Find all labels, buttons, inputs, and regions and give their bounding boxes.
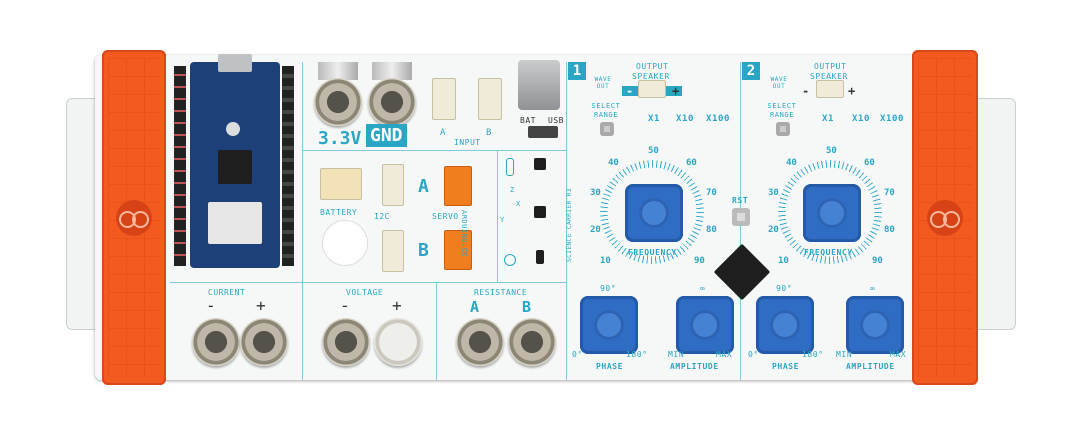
- gen2-phase-knob[interactable]: [756, 296, 814, 354]
- input-label: INPUT: [454, 138, 481, 147]
- generator-2-badge: 2: [742, 62, 760, 80]
- power-switch[interactable]: [528, 126, 558, 138]
- current-minus: -: [206, 296, 217, 315]
- servo-connector-b[interactable]: [444, 230, 472, 270]
- gen1-frequency-label: FREQUENCY: [628, 248, 677, 257]
- gen2-range-x100: X100: [880, 114, 905, 124]
- right-pin-header: [282, 66, 294, 266]
- usb-c-connector[interactable]: [518, 60, 560, 110]
- gen2-amplitude-label: AMPLITUDE: [846, 362, 895, 371]
- terminal-gnd[interactable]: [368, 78, 416, 126]
- gen2-minus: -: [802, 84, 810, 98]
- gen1-minus: -: [626, 84, 634, 98]
- current-plus: +: [256, 296, 267, 315]
- input-b-label: B: [486, 128, 492, 138]
- gen2-output: OUTPUT: [814, 62, 847, 71]
- resistance-label: RESISTANCE: [474, 288, 528, 297]
- gen1-phase-label: PHASE: [596, 362, 624, 371]
- generator-1-badge: 1: [568, 62, 586, 80]
- voltage-terminal-plus[interactable]: [374, 318, 422, 366]
- gen2-select-range-button[interactable]: [776, 122, 790, 136]
- i2c-connector-2[interactable]: [382, 230, 404, 272]
- gen1-wave-out: WAVE OUT: [594, 76, 612, 90]
- current-terminal-minus[interactable]: [192, 318, 240, 366]
- axis-x-label: X: [516, 200, 521, 208]
- gen2-amplitude-knob[interactable]: [846, 296, 904, 354]
- imu-chip: [534, 206, 546, 218]
- servo-label: SERVO: [432, 212, 459, 221]
- bat-label: BAT: [520, 116, 536, 125]
- arduino-cc-label: ARDUINO.CC: [460, 210, 468, 258]
- terminal-3v3[interactable]: [314, 78, 362, 126]
- label-3v3: 3.3V: [318, 128, 362, 149]
- input-connector-a[interactable]: [432, 78, 456, 120]
- current-label: CURRENT: [208, 288, 246, 297]
- battery-connector[interactable]: [320, 168, 362, 200]
- gen1-amplitude-label: AMPLITUDE: [670, 362, 719, 371]
- rst-label: RST: [732, 196, 749, 205]
- axis-y-label: Y: [500, 216, 505, 224]
- right-bumper: [912, 50, 978, 385]
- gen2-range-x10: X10: [852, 114, 871, 124]
- usb-label: USB: [548, 116, 564, 125]
- gen2-frequency-label: FREQUENCY: [804, 248, 853, 257]
- i2c-label: I2C: [374, 212, 390, 221]
- current-terminal-plus[interactable]: [240, 318, 288, 366]
- sun-icon: [504, 254, 516, 266]
- thermometer-icon: [506, 158, 514, 176]
- axis-z-label: Z: [510, 186, 515, 194]
- voltage-label: VOLTAGE: [346, 288, 384, 297]
- arduino-logo-icon: [116, 199, 152, 236]
- gen2-select-range: SELECT RANGE: [767, 102, 797, 119]
- voltage-terminal-minus[interactable]: [322, 318, 370, 366]
- temperature-sensor-chip: [534, 158, 546, 170]
- gen1-frequency-knob[interactable]: [625, 184, 683, 242]
- gen2-frequency-knob[interactable]: [803, 184, 861, 242]
- resistance-b-label: B: [522, 298, 532, 316]
- gen1-range-x10: X10: [676, 114, 695, 124]
- resistance-terminal-a[interactable]: [456, 318, 504, 366]
- light-sensor: [322, 220, 368, 266]
- input-a-label: A: [440, 128, 446, 138]
- light-sensor-chip: [536, 250, 544, 264]
- voltage-plus: +: [392, 296, 403, 315]
- resistance-a-label: A: [470, 298, 480, 316]
- mcu-chip: [218, 150, 252, 184]
- left-bumper: [102, 50, 166, 385]
- gen1-select-range-button[interactable]: [600, 122, 614, 136]
- rst-button[interactable]: [732, 208, 750, 226]
- wifi-module: [208, 202, 262, 244]
- gen1-range-x1: X1: [648, 114, 661, 124]
- input-connector-b[interactable]: [478, 78, 502, 120]
- arduino-logo-icon: [927, 199, 963, 236]
- resistance-terminal-b[interactable]: [508, 318, 556, 366]
- gen2-phase-label: PHASE: [772, 362, 800, 371]
- right-mounting-tab: [972, 98, 1016, 330]
- gen1-select-range: SELECT RANGE: [591, 102, 621, 119]
- gen1-output: OUTPUT: [636, 62, 669, 71]
- servo-a-label: A: [418, 176, 429, 197]
- gen1-speaker-connector[interactable]: [638, 80, 666, 98]
- gen1-range-x100: X100: [706, 114, 731, 124]
- usb-micro-connector: [218, 54, 252, 72]
- arduino-nano-board: [190, 54, 280, 268]
- gen1-plus: +: [672, 84, 680, 98]
- gen2-speaker-connector[interactable]: [816, 80, 844, 98]
- battery-label: BATTERY: [320, 208, 358, 217]
- i2c-connector-1[interactable]: [382, 164, 404, 206]
- servo-connector-a[interactable]: [444, 166, 472, 206]
- voltage-minus: -: [340, 296, 351, 315]
- gen2-plus: +: [848, 84, 856, 98]
- science-carrier-label: SCIENCE CARRIER R3: [566, 187, 573, 262]
- gen1-amplitude-knob[interactable]: [676, 296, 734, 354]
- label-gnd: GND: [366, 124, 407, 147]
- gen1-phase-knob[interactable]: [580, 296, 638, 354]
- servo-b-label: B: [418, 240, 429, 261]
- left-pin-header: [174, 66, 186, 266]
- gen1-speaker: SPEAKER: [632, 72, 670, 81]
- gen2-speaker: SPEAKER: [810, 72, 848, 81]
- gen2-wave-out: WAVE OUT: [770, 76, 788, 90]
- reset-button[interactable]: [226, 122, 240, 136]
- gen2-range-x1: X1: [822, 114, 835, 124]
